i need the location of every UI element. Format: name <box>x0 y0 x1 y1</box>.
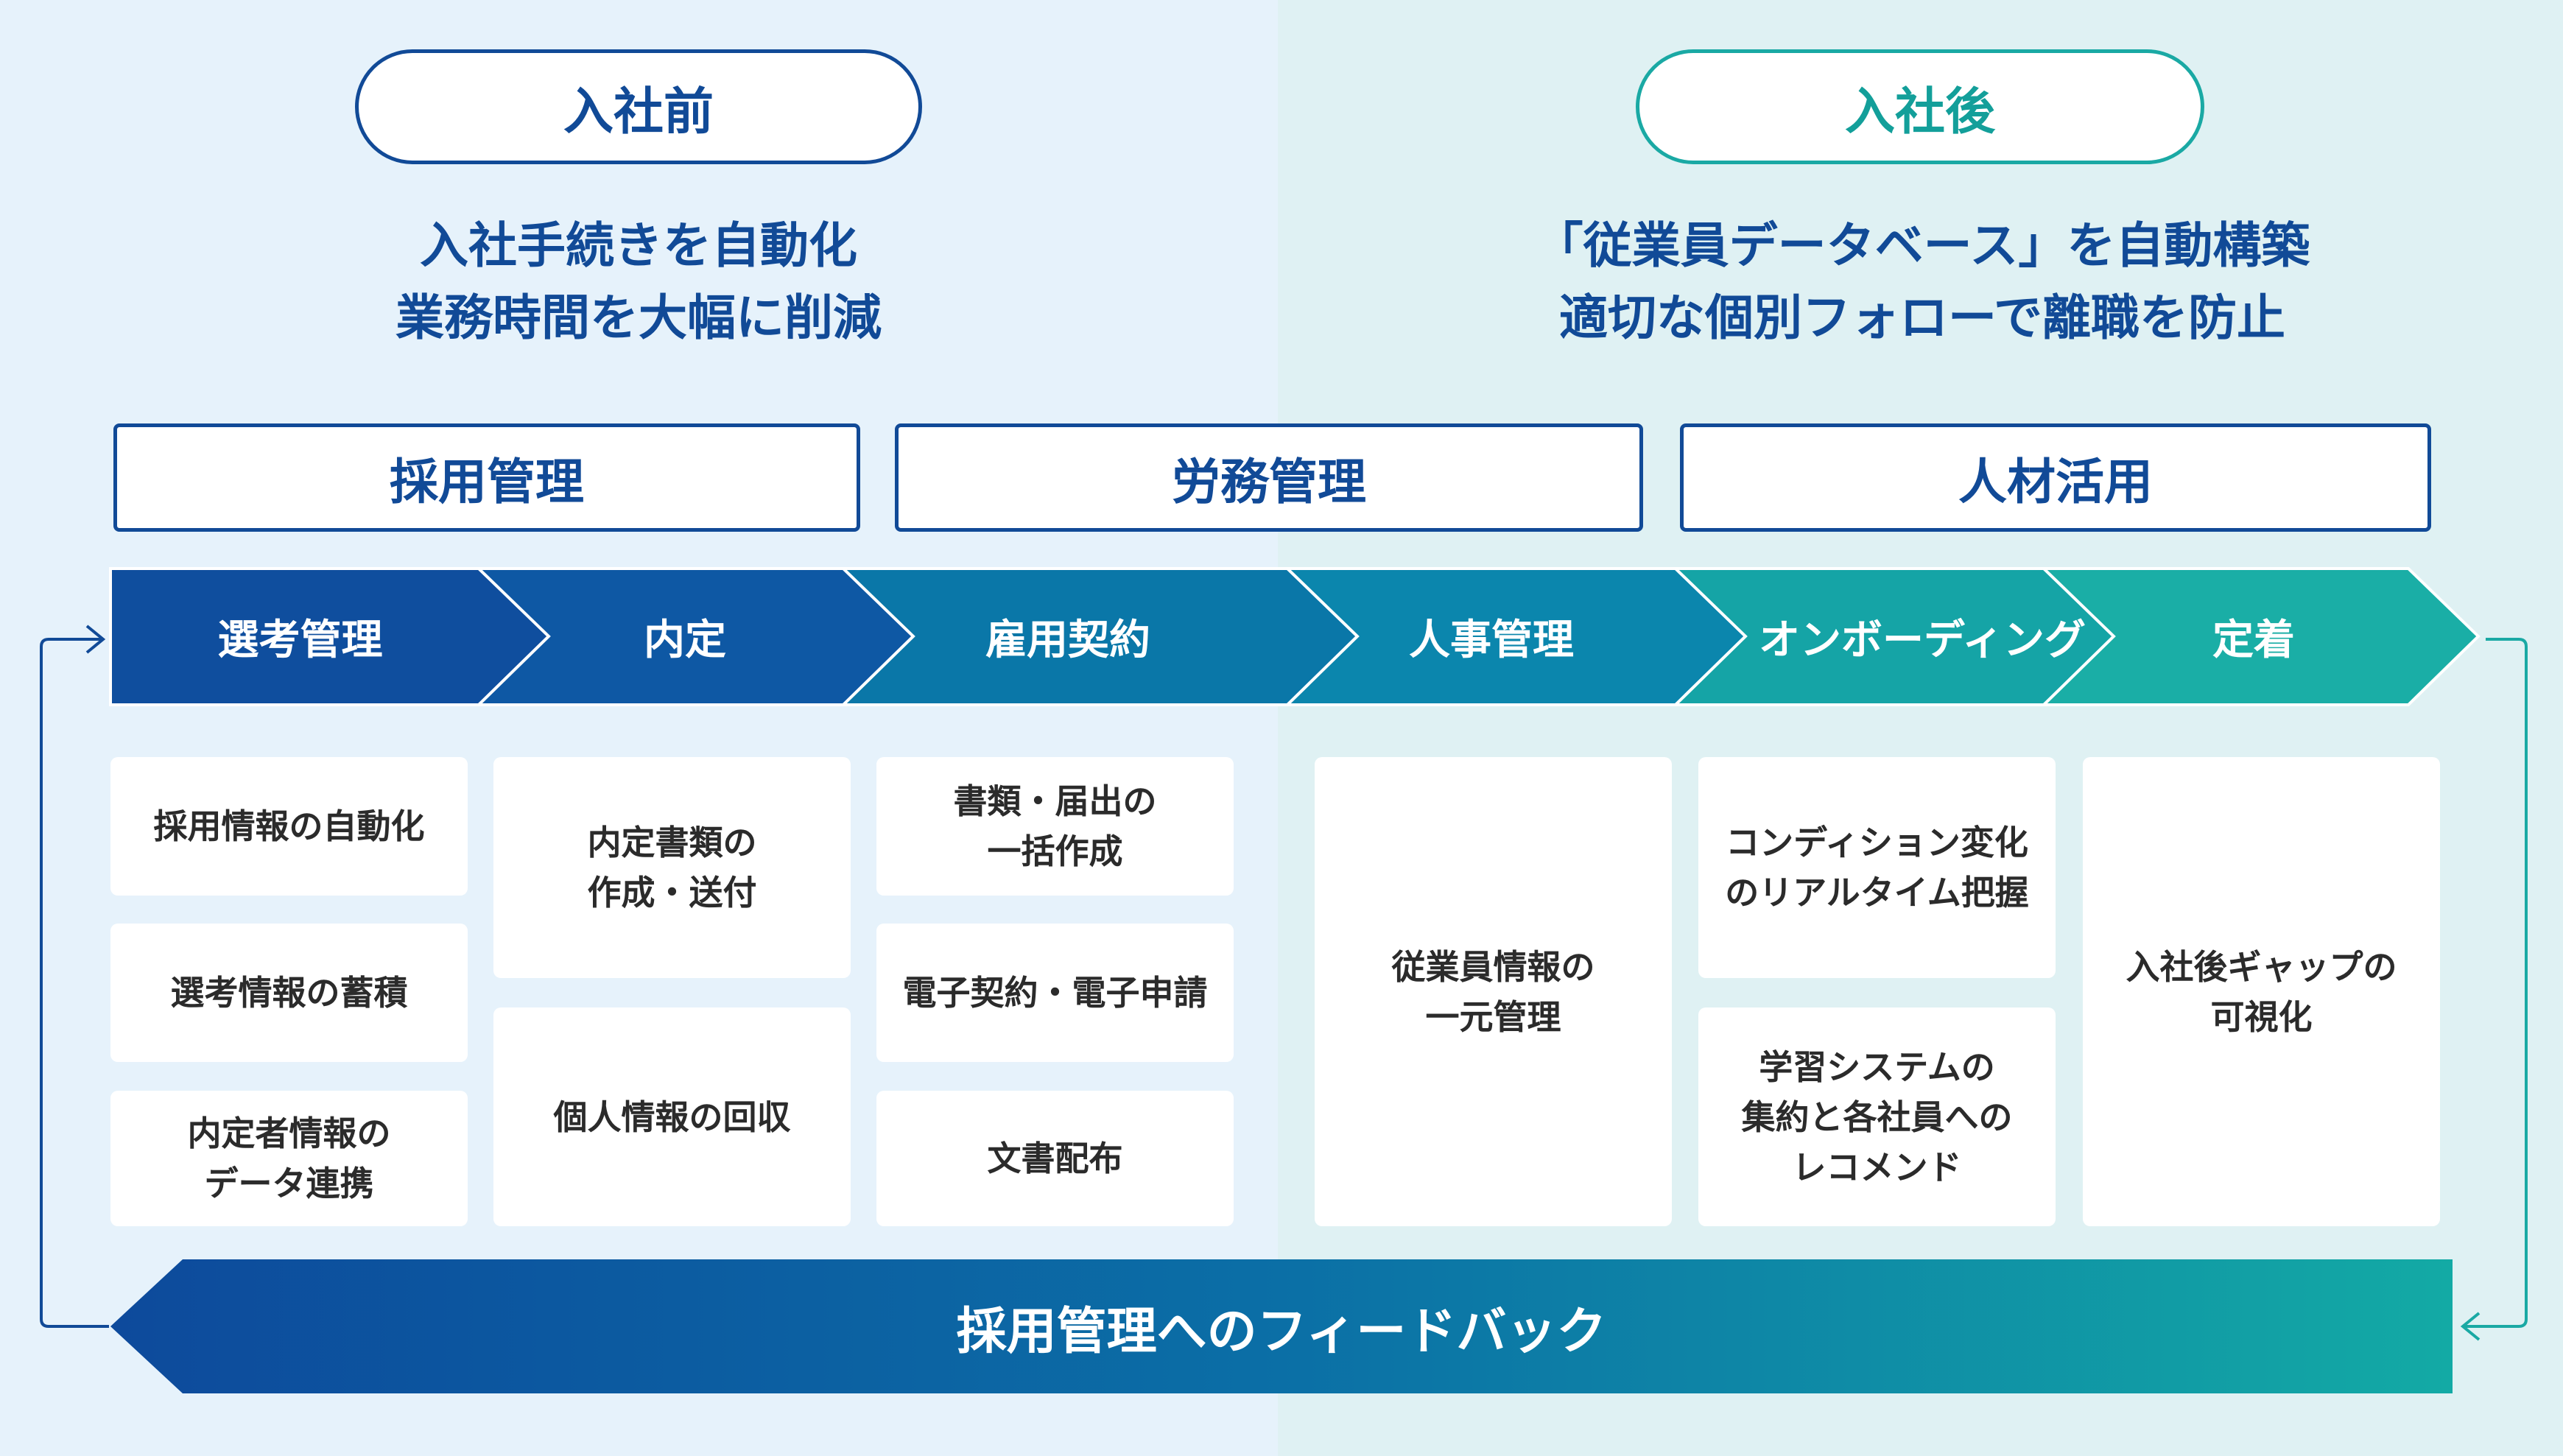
feedback-label: 採用管理へのフィードバック <box>956 1302 1607 1361</box>
card-retention-1: 入社後ギャップの 可視化 <box>2083 757 2440 1226</box>
card-onboarding-1-text: コンディション変化 のリアルタイム把握 <box>1725 823 2029 912</box>
feedback-arrow-shape <box>110 1259 2453 1393</box>
step-label-onboarding: オンボーディング <box>1758 616 2086 664</box>
category-recruitment: 採用管理 <box>113 423 860 532</box>
category-talent: 人材活用 <box>1680 423 2431 532</box>
feedback-loop-right-arrowhead <box>2460 1312 2481 1341</box>
card-retention-1-text: 入社後ギャップの 可視化 <box>2126 946 2397 1037</box>
step-label-offer: 内定 <box>644 616 726 664</box>
before-headline-line-1: 入社手続きを自動化 <box>420 217 857 274</box>
card-onboarding-1: コンディション変化 のリアルタイム把握 <box>1698 757 2056 978</box>
card-selection-1: 採用情報の自動化 <box>110 757 468 896</box>
card-contract-2: 電子契約・電子申請 <box>876 924 1234 1062</box>
card-selection-3: 内定者情報の データ連携 <box>110 1091 468 1226</box>
feedback-loop-left-line <box>40 638 109 1328</box>
card-onboarding-2-text: 学習システムの 集約と各社員への レコメンド <box>1741 1047 2013 1187</box>
before-headline-line-2: 業務時間を大幅に削減 <box>395 289 882 346</box>
card-hr-1: 従業員情報の 一元管理 <box>1315 757 1672 1226</box>
card-hr-1-text: 従業員情報の 一元管理 <box>1391 946 1595 1037</box>
card-selection-2: 選考情報の蓄積 <box>110 924 468 1062</box>
after-headline: 「従業員データベース」を自動構築 適切な個別フォローで離職を防止 <box>1399 210 2445 354</box>
feedback-loop-left-arrowhead <box>85 625 106 654</box>
step-label-retention: 定着 <box>2212 616 2295 664</box>
after-headline-line-1: 「従業員データベース」を自動構築 <box>1534 217 2310 274</box>
card-onboarding-2: 学習システムの 集約と各社員への レコメンド <box>1698 1007 2056 1226</box>
step-label-hr: 人事管理 <box>1409 616 1574 664</box>
step-label-contract: 雇用契約 <box>985 616 1150 664</box>
card-contract-1-text: 書類・届出の 一括作成 <box>953 781 1157 871</box>
category-labor: 労務管理 <box>895 423 1643 532</box>
card-selection-3-text: 内定者情報の データ連携 <box>187 1114 391 1203</box>
step-label-selection: 選考管理 <box>217 616 383 664</box>
card-contract-3: 文書配布 <box>876 1091 1234 1226</box>
step-chevron-retention <box>2040 567 2481 706</box>
card-offer-2: 個人情報の回収 <box>493 1007 851 1226</box>
card-offer-1: 内定書類の 作成・送付 <box>493 757 851 978</box>
phase-after-pill: 入社後 <box>1636 49 2204 164</box>
feedback-loop-right-line <box>2464 638 2528 1328</box>
card-contract-1: 書類・届出の 一括作成 <box>876 757 1234 896</box>
phase-before-pill: 入社前 <box>355 49 922 164</box>
card-offer-1-text: 内定書類の 作成・送付 <box>587 823 757 912</box>
after-headline-line-2: 適切な個別フォローで離職を防止 <box>1558 289 2286 346</box>
before-headline: 入社手続きを自動化 業務時間を大幅に削減 <box>171 210 1106 354</box>
